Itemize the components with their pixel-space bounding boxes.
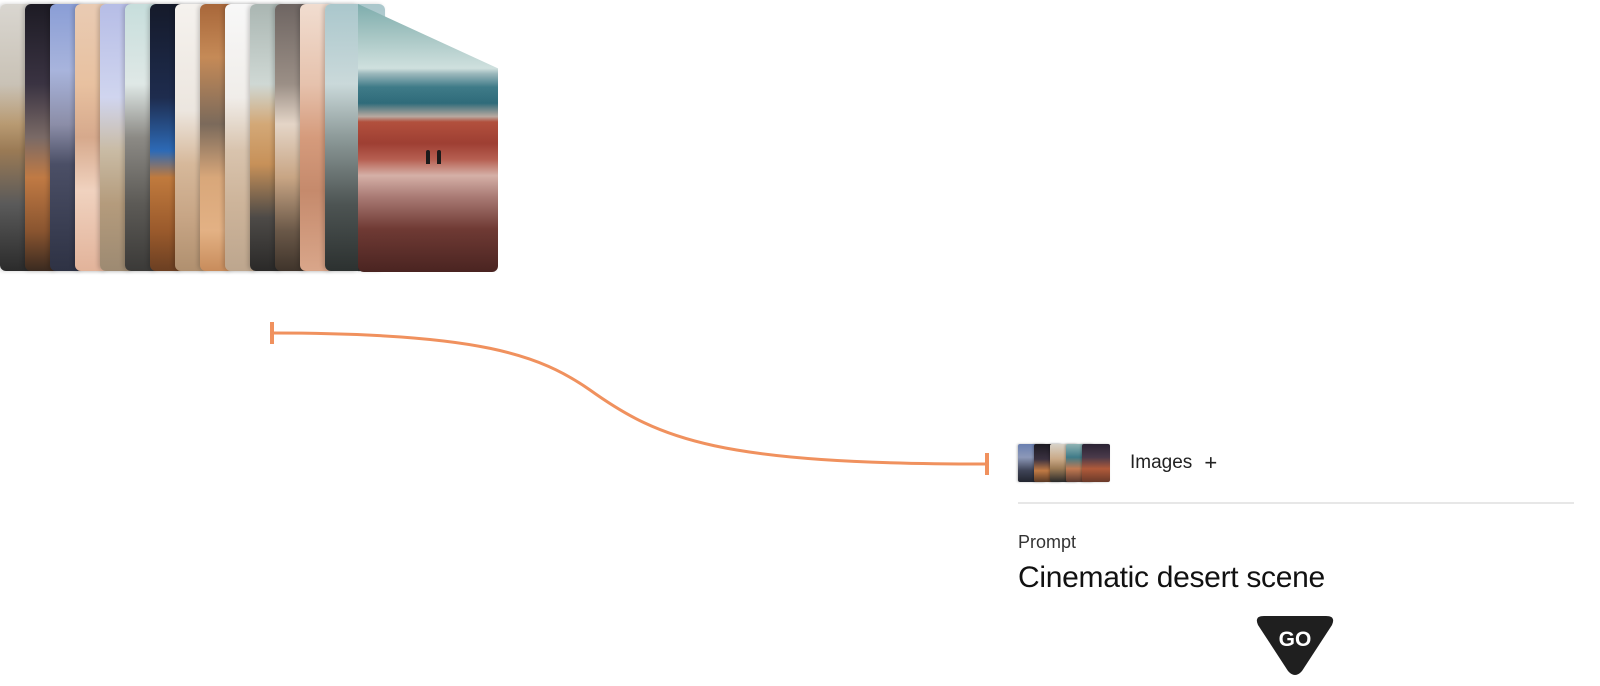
go-button-shape: [1256, 616, 1334, 675]
images-row: Images +: [1018, 444, 1574, 482]
prompt-label: Prompt: [1018, 532, 1077, 552]
image-stack[interactable]: [0, 4, 500, 272]
plus-icon[interactable]: +: [1204, 450, 1218, 475]
silhouette-figure: [426, 150, 430, 164]
connector-path: [271, 331, 986, 466]
divider: [1018, 502, 1574, 504]
image-thumbnails[interactable]: [1018, 444, 1110, 482]
go-button[interactable]: GO: [1254, 616, 1336, 676]
generation-node: Images + Prompt Cinematic desert scene: [1018, 444, 1574, 595]
thumbnail-image: [1082, 444, 1110, 482]
go-button-label: GO: [1278, 628, 1312, 651]
images-label: Images: [1130, 452, 1193, 473]
prompt-text[interactable]: Cinematic desert scene: [1018, 561, 1325, 594]
silhouette-figure: [437, 150, 441, 164]
